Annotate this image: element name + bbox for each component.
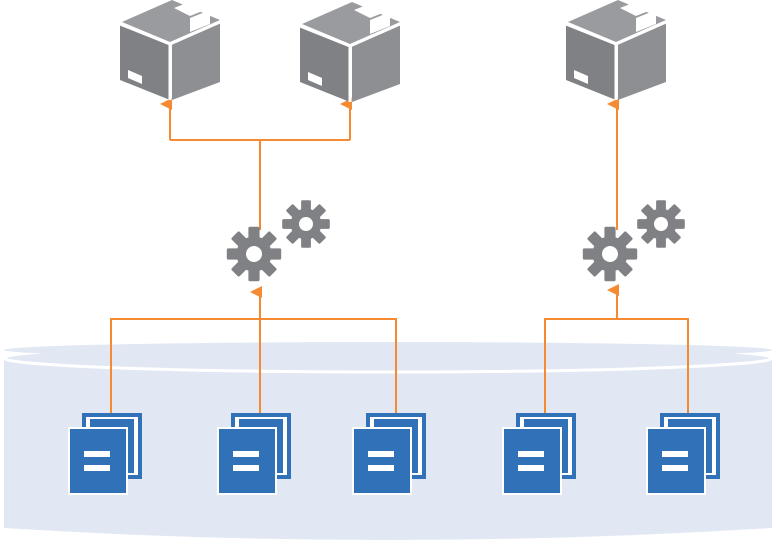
package-box-icon: [120, 0, 220, 100]
connectors-right: [544, 98, 689, 415]
package-box-icon: [300, 2, 400, 102]
package-box-icon: [566, 0, 666, 100]
connectors-left: [110, 98, 397, 415]
gears-icon: [226, 200, 330, 282]
gears-icon: [582, 200, 685, 282]
